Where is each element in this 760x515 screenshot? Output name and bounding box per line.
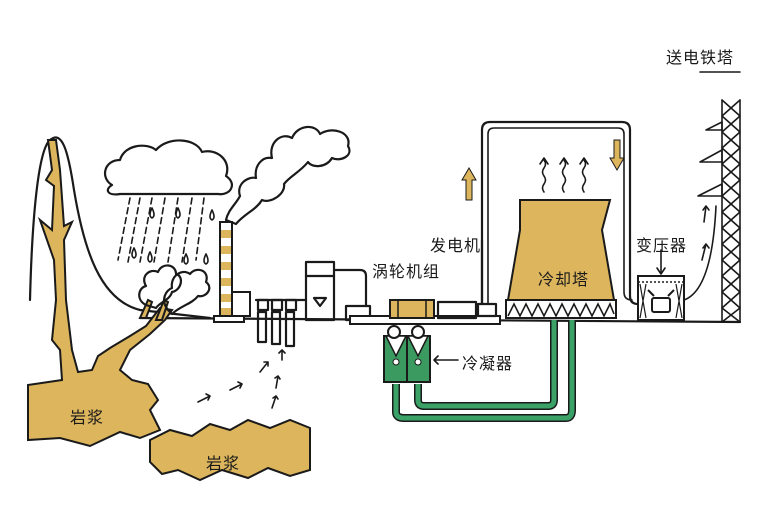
cooling-tower-label: 冷却塔 (538, 270, 590, 289)
cooling-pipe-outer-fill (393, 320, 575, 421)
magma-label-left: 岩浆 (70, 408, 105, 427)
power-arrow (701, 243, 710, 261)
turbine-label: 涡轮机组 (372, 262, 441, 281)
condenser-pointer-arrow (433, 355, 459, 365)
down-flow-arrow (609, 139, 625, 171)
condenser (383, 325, 431, 383)
transmission-tower-label: 送电铁塔 (666, 48, 735, 67)
wellheads (254, 298, 308, 348)
power-line (683, 205, 717, 301)
rain-cloud (103, 139, 233, 196)
steam-loop (480, 120, 640, 306)
magma-left (27, 139, 174, 448)
transformer-label: 变压器 (636, 236, 688, 255)
steam-puff (163, 268, 211, 316)
turbine (389, 299, 435, 319)
rain (117, 197, 215, 265)
power-arrow (702, 205, 710, 223)
steam-rising-arrows (539, 157, 589, 193)
steam-puff (138, 264, 182, 310)
magma-label-right: 岩浆 (206, 454, 241, 473)
magma-right (149, 418, 311, 482)
generator-label: 发电机 (430, 236, 482, 255)
chimney (213, 221, 251, 323)
magma-vein (138, 298, 154, 319)
chimney-smoke (224, 125, 351, 226)
up-flow-arrow (461, 167, 477, 201)
cooling-pipe-inner-fill (415, 320, 557, 409)
condenser-label: 冷凝器 (462, 354, 514, 373)
separator-building (304, 260, 372, 322)
transmission-tower (697, 71, 741, 323)
steam-loop-inner (487, 127, 633, 305)
mountain-outline (28, 136, 212, 320)
transformer (637, 249, 685, 321)
cooling-tower (505, 199, 617, 319)
geothermal-flow-arrows (197, 349, 286, 409)
